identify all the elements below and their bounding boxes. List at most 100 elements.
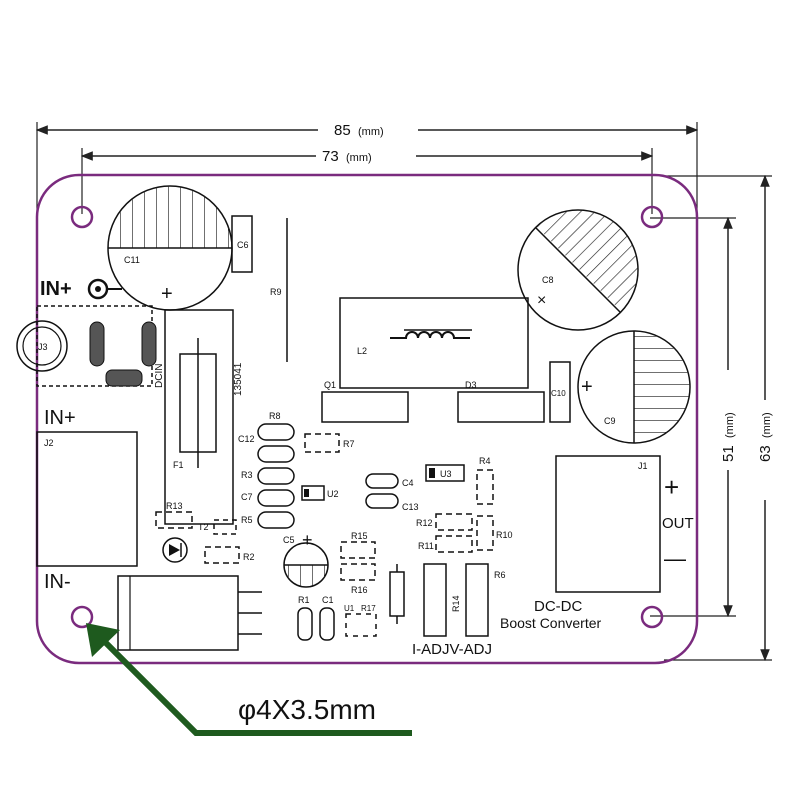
svg-text:R3: R3 [241,470,253,480]
c11-capacitor: C11 + [107,185,233,311]
svg-text:R12: R12 [416,518,433,528]
svg-text:J1: J1 [638,461,648,471]
c5-capacitor: C5 + [283,530,329,588]
hole-callout: φ4X3.5mm [86,623,412,736]
dim-63-value: 63 [757,445,774,462]
svg-text:C13: C13 [402,502,419,512]
c9-capacitor: C9 + [577,330,691,444]
svg-text:U3: U3 [440,469,452,479]
led-diode [162,537,188,563]
adj-label: I-ADJV-ADJ [412,641,492,658]
svg-text:F1: F1 [173,460,184,470]
r1-resistor: R1 [297,595,313,641]
dimension-51: 51 (mm) [650,216,738,618]
u1-r17: U1 R17 [344,604,377,637]
c4-capacitor: C4 [365,473,414,489]
in-plus-top-label: IN+ [40,278,122,300]
r10-resistor: R10 [476,515,513,551]
r7-resistor: R7 [304,433,355,453]
r9-resistor: R9 [270,218,288,362]
svg-text:R14: R14 [451,595,461,612]
out-plus-sign: + [664,472,679,502]
r5-resistor: R5 [241,511,295,529]
svg-text:C9: C9 [604,416,616,426]
u2-ic: U2 [301,485,339,501]
c13-capacitor: C13 [365,493,419,512]
svg-text:R1: R1 [298,595,310,605]
r2-resistor: R2 [204,546,255,564]
r4-resistor: R4 [476,456,494,505]
mounting-hole-bottom-left [70,605,94,629]
svg-text:R5: R5 [241,515,253,525]
r6-potentiometer: R6 [465,563,506,637]
svg-text:J2: J2 [44,438,54,448]
t2-transistor: T2 [198,519,237,535]
svg-text:C1: C1 [322,595,334,605]
r11-resistor: R11 [418,535,473,553]
c8-capacitor: C8 × [517,209,639,331]
board-subtitle: Boost Converter [500,615,601,631]
out-label: OUT [662,515,694,532]
r16-resistor: R16 [340,563,376,595]
svg-text:R8: R8 [269,411,281,421]
vertical-resistor [389,564,405,624]
r14-potentiometer: R14 [423,563,461,637]
dim-63-unit: (mm) [761,412,773,438]
c7-capacitor: C7 [241,489,295,507]
svg-text:×: × [537,292,546,309]
svg-text:R9: R9 [270,287,282,297]
svg-text:C6: C6 [237,240,249,250]
svg-text:C4: C4 [402,478,414,488]
svg-text:DCIN: DCIN [154,364,165,388]
mounting-hole-top-right [640,205,664,229]
svg-text:C7: C7 [241,492,253,502]
svg-text:T2: T2 [198,522,209,532]
svg-text:C8: C8 [542,275,554,285]
c1-capacitor: C1 [319,595,335,641]
hole-spec-label: φ4X3.5mm [238,694,376,725]
u3-ic: U3 [425,464,465,482]
mounting-hole-top-left [70,205,94,229]
l2-inductor: L2 [339,297,529,389]
svg-text:C10: C10 [551,389,566,398]
dim-73-unit: (mm) [346,152,372,164]
svg-text:C5: C5 [283,535,295,545]
svg-text:D3: D3 [465,380,477,390]
svg-text:C12: C12 [238,434,255,444]
bottom-connector [117,575,262,651]
out-minus-sign: — [664,546,686,571]
svg-text:+: + [302,530,313,550]
q1-transistor: Q1 [321,380,409,423]
svg-text:R2: R2 [243,552,255,562]
svg-text:R17: R17 [361,604,376,613]
svg-text:R13: R13 [166,501,183,511]
j3-dc-jack: J3 DCIN [16,305,165,388]
svg-text:C11: C11 [124,255,140,265]
svg-text:+: + [161,283,173,305]
svg-text:L2: L2 [357,346,367,356]
svg-text:135041: 135041 [233,362,244,396]
d3-diode: D3 [457,380,545,423]
svg-text:R11: R11 [418,541,434,551]
svg-text:Q1: Q1 [324,380,336,390]
part-number: 135041 [233,362,244,396]
j2-terminal: J2 [36,431,138,567]
dim-85-value: 85 [334,122,351,139]
dimension-85: 85 (mm) [35,118,699,222]
f1-fuse: F1 [164,309,234,525]
r3-resistor: R3 [241,467,295,485]
svg-text:R16: R16 [351,585,368,595]
c6-capacitor: C6 [231,215,253,273]
r13-resistor: R13 [155,501,193,529]
svg-text:R10: R10 [496,530,513,540]
mounting-hole-bottom-right [640,605,664,629]
svg-text:U1: U1 [344,604,355,613]
dimension-73: 73 (mm) [80,146,654,214]
dimension-63: 63 (mm) [664,174,775,662]
svg-text:IN+: IN+ [40,278,72,300]
dim-51-value: 51 [720,445,737,462]
dim-51-unit: (mm) [724,412,736,438]
svg-text:R6: R6 [494,570,506,580]
